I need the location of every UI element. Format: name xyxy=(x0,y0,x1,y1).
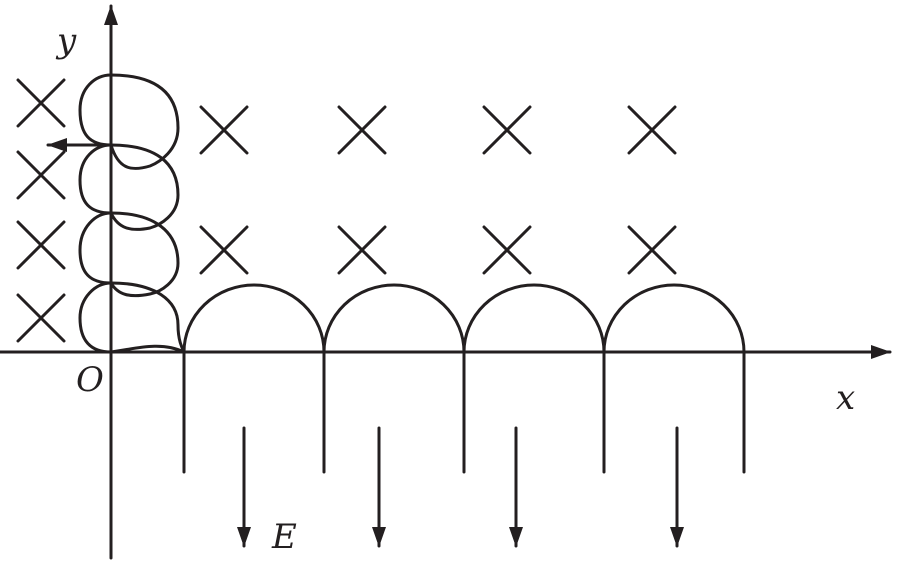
field-cross xyxy=(337,225,387,275)
field-cross xyxy=(16,78,66,128)
trajectory-loop xyxy=(78,143,180,231)
field-cross xyxy=(627,225,677,275)
field-cross xyxy=(16,150,66,200)
electric-field-arrows xyxy=(237,426,684,548)
field-cross xyxy=(482,225,532,275)
field-cross xyxy=(199,105,249,155)
trajectory-arc xyxy=(602,283,746,354)
x-axis-label: x xyxy=(836,378,855,418)
y-axis-label: y xyxy=(55,21,77,61)
particle-trajectory-loops xyxy=(78,73,186,354)
trajectory-arc xyxy=(182,283,326,354)
field-cross xyxy=(16,293,66,343)
trajectory-loop xyxy=(78,211,180,298)
trajectory-loop xyxy=(78,73,180,170)
field-cross xyxy=(199,225,249,275)
field-cross xyxy=(482,105,532,155)
trajectory-arc xyxy=(322,283,466,354)
trajectory-arc xyxy=(462,283,606,354)
magnetic-field-markers xyxy=(16,78,677,343)
origin-label: O xyxy=(76,360,104,400)
trajectory-drops xyxy=(182,350,746,474)
field-cross xyxy=(16,220,66,270)
field-cross xyxy=(337,105,387,155)
field-cross xyxy=(627,105,677,155)
particle-trajectory-arcs xyxy=(182,283,746,354)
electric-field-label: E xyxy=(271,517,297,557)
trajectory-loop xyxy=(78,281,186,354)
